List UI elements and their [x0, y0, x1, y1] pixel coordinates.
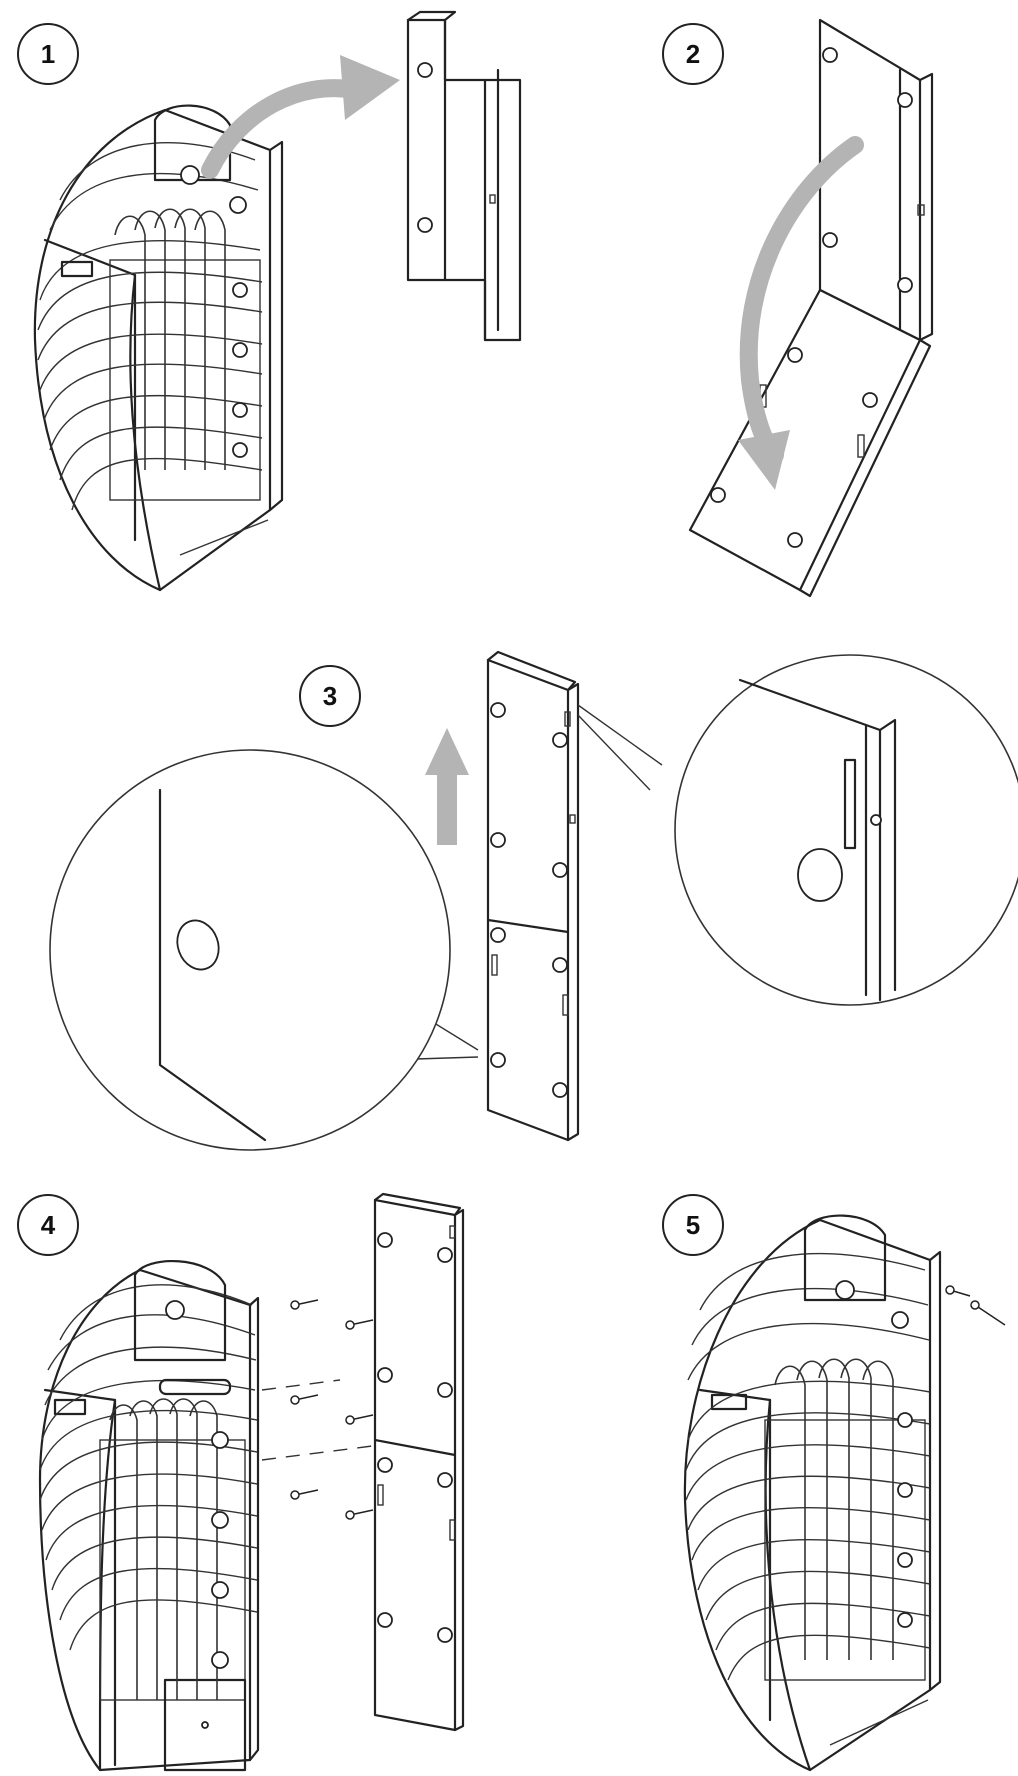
screws-step-5: [945, 1285, 1006, 1326]
screw-icon: [345, 1319, 374, 1330]
step-number: 2: [686, 39, 700, 69]
zoom-callout-left: [49, 749, 479, 1151]
curved-arrow-step-1: [201, 55, 400, 179]
zoom-callout-right: [577, 654, 1018, 1006]
step-5-illustration: [683, 1214, 1006, 1772]
step-badge-5: 5: [662, 1194, 724, 1256]
step-number: 5: [686, 1210, 700, 1240]
heater-body-step-4: [38, 1259, 260, 1772]
step-badge-1: 1: [17, 23, 79, 85]
step-3-illustration: [49, 650, 1018, 1151]
screw-icon: [290, 1394, 319, 1405]
step-badge-4: 4: [17, 1194, 79, 1256]
heating-elements-step-4: [109, 1398, 218, 1700]
wall-bracket-unfolded: [688, 18, 934, 598]
heating-elements-step-5: [774, 1358, 894, 1660]
step-badge-2: 2: [662, 23, 724, 85]
protective-cage-step-1: [37, 142, 263, 511]
step-number: 1: [41, 39, 55, 69]
step-badge-3: 3: [299, 665, 361, 727]
heating-elements-step-1: [114, 208, 226, 470]
step-number: 3: [323, 681, 337, 711]
screw-icon: [945, 1285, 971, 1297]
heater-body-step-1: [33, 104, 284, 592]
bracket-step-4: [373, 1192, 465, 1732]
curved-arrow-step-2: [738, 136, 864, 490]
step-2-illustration: [688, 18, 934, 598]
screw-icon: [970, 1300, 1006, 1326]
screw-icon: [290, 1299, 319, 1310]
alignment-guides-step-4: [261, 1379, 381, 1461]
heater-body-step-5: [683, 1214, 942, 1772]
bracket-assembled-step-3: [486, 650, 580, 1142]
screws-step-4: [290, 1299, 374, 1520]
step-1-illustration: [33, 10, 522, 592]
wall-bracket-removed: [406, 10, 522, 342]
step-4-illustration: [38, 1192, 465, 1772]
step-number: 4: [41, 1210, 56, 1240]
up-arrow-step-3: [425, 728, 469, 845]
screw-icon: [345, 1414, 374, 1425]
screw-icon: [345, 1509, 374, 1520]
screw-icon: [290, 1489, 319, 1500]
